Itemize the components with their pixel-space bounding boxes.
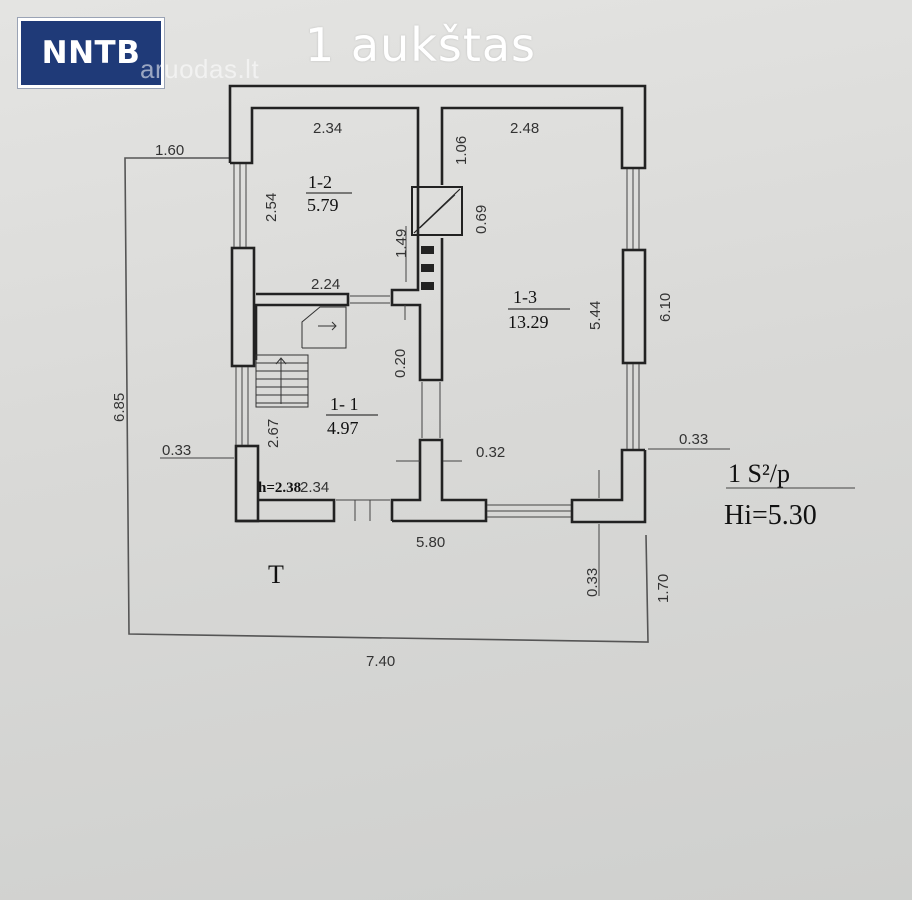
room-label-1-3: 1-3 <box>513 287 537 307</box>
watermark: aruodas.lt <box>140 54 260 84</box>
terrace-label: T <box>268 560 284 589</box>
dim-chimney: 0.69 <box>473 205 490 234</box>
dim-total-inner: 5.80 <box>416 534 445 551</box>
room-area-1-2: 5.79 <box>307 195 339 215</box>
dim-hall-width: 2.34 <box>300 479 329 496</box>
dim-room12-bottom: 2.24 <box>311 276 340 293</box>
dim-right-outer: 6.10 <box>657 293 674 322</box>
terrace-outline <box>124 157 649 643</box>
dim-right-room-height: 5.44 <box>587 301 604 330</box>
dim-mid-032: 0.32 <box>476 444 505 461</box>
dim-bottom-033: 0.33 <box>584 568 601 597</box>
dim-left-room-height: 2.54 <box>263 193 280 222</box>
summary-line1: 1 S²/p <box>728 459 790 488</box>
stairs <box>255 306 347 408</box>
walls <box>228 84 647 524</box>
dim-top-left-width: 2.34 <box>313 120 342 137</box>
windows <box>233 164 640 521</box>
dim-wall-106: 1.06 <box>453 136 470 165</box>
logo: NNTB <box>17 17 165 89</box>
dim-top-right-width: 2.48 <box>510 120 539 137</box>
summary-line2: Hi=5.30 <box>724 500 817 531</box>
dim-hall-h: h=2.38 <box>258 480 301 496</box>
dim-total-outer: 7.40 <box>366 653 395 670</box>
chimney <box>411 186 463 236</box>
dim-partition-149: 1.49 <box>393 229 410 258</box>
dimension-lines <box>160 226 855 596</box>
room-label-1-1: 1- 1 <box>330 394 359 414</box>
dim-top-offset: 1.60 <box>155 142 184 159</box>
dim-left-outer: 6.85 <box>111 393 128 422</box>
room-area-1-3: 13.29 <box>508 312 549 332</box>
dim-bottom-170: 1.70 <box>655 574 672 603</box>
dim-door-020: 0.20 <box>392 349 409 378</box>
dim-left-033: 0.33 <box>162 442 191 459</box>
dim-right-033: 0.33 <box>679 431 708 448</box>
page-title: 1 aukštas <box>305 18 537 72</box>
room-label-1-2: 1-2 <box>308 172 332 192</box>
dim-stair-267: 2.67 <box>265 419 282 448</box>
vents <box>421 246 434 290</box>
room-area-1-1: 4.97 <box>327 418 359 438</box>
